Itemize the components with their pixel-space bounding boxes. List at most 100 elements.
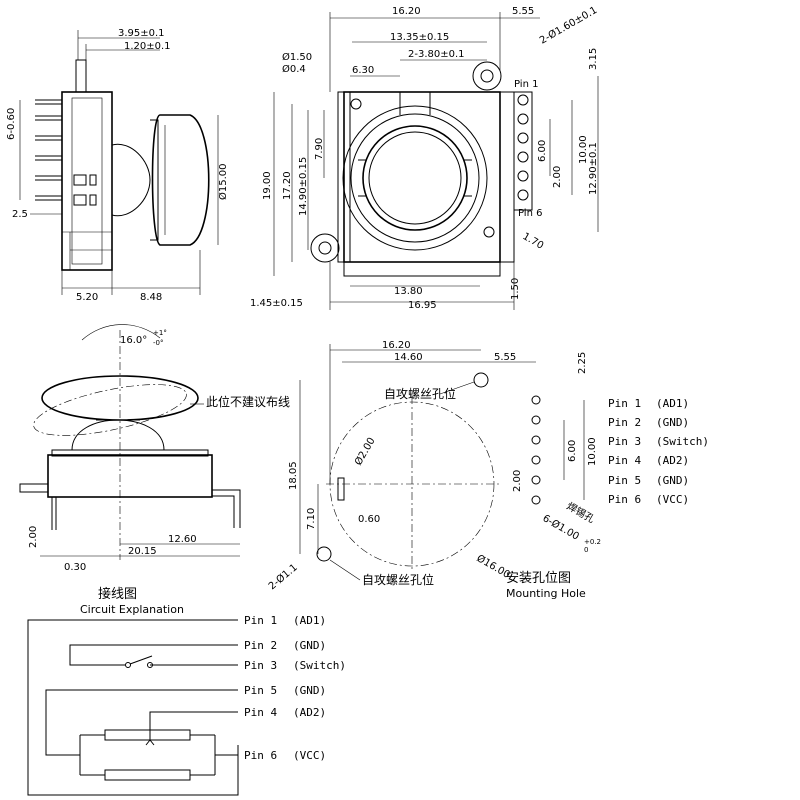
front-dim-10.00: 10.00	[578, 135, 589, 164]
circuit-pin2-signal: (GND)	[293, 639, 326, 652]
front-dim-3.80: 2-3.80±0.1	[408, 49, 465, 60]
circuit-pin5-name: Pin 5	[244, 684, 277, 697]
front-dim-6.30: 6.30	[352, 65, 374, 76]
front-dim-16.20: 16.20	[392, 6, 421, 17]
front-mini-label: Ø0.4	[282, 63, 306, 75]
front-pin6-label: Pin 6	[518, 208, 542, 219]
mount-pin4-name: Pin 4	[608, 454, 641, 467]
front-dim-13.35: 13.35±0.15	[390, 32, 449, 43]
front-dim-14.90: 14.90±0.15	[298, 157, 309, 216]
front-dim-1.50b: 1.50	[510, 278, 521, 300]
mount-hole-tol-top: +0.2	[584, 538, 601, 546]
resistor-wiring	[79, 734, 238, 776]
tilt-dim-12.60: 12.60	[168, 534, 197, 545]
tilt-cap	[41, 375, 199, 421]
side-dim-4: 1.20±0.1	[124, 41, 171, 52]
side-dim-6: 2.5	[12, 209, 28, 220]
side-body	[61, 91, 113, 271]
tilt-note: 此位不建议布线	[206, 394, 290, 409]
front-dim-2.00: 2.00	[552, 166, 563, 188]
tilt-base	[47, 454, 213, 498]
mount-slot	[337, 477, 345, 501]
tilt-dim-20.15: 20.15	[128, 546, 157, 557]
tilt-dim-2.00: 2.00	[28, 526, 39, 548]
wire-pin2	[69, 644, 238, 666]
mount-pin3-signal: (Switch)	[656, 435, 709, 448]
mount-dim-6-1.00: 6-Ø1.00	[541, 512, 582, 542]
circuit-pin3-name: Pin 3	[244, 659, 277, 672]
side-dim-diameter: Ø15.00	[217, 164, 229, 201]
mount-pin5-signal: (GND)	[656, 474, 689, 487]
circuit-pin4-signal: (AD2)	[293, 706, 326, 719]
front-pin1-label: Pin 1	[514, 79, 538, 90]
mount-pin-holes	[531, 395, 541, 505]
mount-dim-6.00: 6.00	[567, 440, 578, 462]
front-pin-column	[513, 91, 533, 211]
resistor-top	[104, 729, 191, 741]
mount-pin2-name: Pin 2	[608, 416, 641, 429]
front-dim-7.90: 7.90	[314, 138, 325, 160]
mount-dim-0.60: 0.60	[358, 514, 380, 525]
mount-hole-tol-bottom: 0	[584, 546, 588, 554]
tilt-dim-0.30: 0.30	[64, 562, 86, 573]
mount-dim-10.00: 10.00	[587, 437, 598, 466]
mount-solder-label: 焊锡孔	[565, 499, 597, 525]
front-dim-5.55: 5.55	[512, 6, 534, 17]
tilt-view: 16.0° +1° -0° 此位不建议布线 12.60 20.15 2.00 0…	[19, 324, 290, 573]
mount-screw-label-bottom: 自攻螺丝孔位	[362, 572, 434, 587]
tilt-dome	[71, 419, 165, 451]
front-body	[343, 91, 501, 263]
circuit-pin1-signal: (AD1)	[293, 614, 326, 627]
front-dim-19.00: 19.00	[262, 171, 273, 200]
mount-screw-label-top: 自攻螺丝孔位	[384, 386, 456, 401]
front-gimbal-outer	[342, 105, 488, 251]
mount-dim-18.05: 18.05	[288, 461, 299, 490]
mount-dim-16.20: 16.20	[382, 340, 411, 351]
side-top-tab	[75, 59, 87, 93]
mount-screw-hole-bottom	[316, 546, 332, 562]
mount-dim-5.55: 5.55	[494, 352, 516, 363]
side-view: 3.95±0.1 1.20±0.1 6-0.60 2.5 5.20 8.48 Ø…	[6, 28, 229, 303]
front-dim-1.45: 1.45±0.15	[250, 298, 303, 309]
mount-pin6-signal: (VCC)	[656, 493, 689, 506]
circuit-pin3-signal: (Switch)	[293, 659, 346, 672]
mount-pin1-name: Pin 1	[608, 397, 641, 410]
mount-pin6-name: Pin 6	[608, 493, 641, 506]
front-dim-16.95: 16.95	[408, 300, 437, 311]
front-dim-6.00: 6.00	[537, 140, 548, 162]
resistor-bottom	[104, 769, 191, 781]
side-pins	[35, 99, 62, 201]
circuit-pin6-signal: (VCC)	[293, 749, 326, 762]
mount-dim-2.25: 2.25	[577, 352, 588, 374]
mount-title-cn: 安装孔位图	[506, 571, 571, 586]
mount-dim-7.10: 7.10	[306, 508, 317, 530]
wire-pin1	[27, 619, 239, 796]
front-dim-1.50: Ø1.50	[282, 51, 312, 63]
circuit-pin6-name: Pin 6	[244, 749, 277, 762]
mount-pin5-name: Pin 5	[608, 474, 641, 487]
front-dim-3.15: 3.15	[588, 48, 599, 70]
front-ear-bottom	[310, 233, 340, 263]
side-cap	[151, 114, 210, 246]
side-stick-dome	[111, 143, 151, 217]
mount-dim-14.60: 14.60	[394, 352, 423, 363]
wire-pin5	[45, 689, 238, 756]
tilt-angle-tol-bottom: -0°	[153, 339, 163, 347]
mount-pin-list: Pin 1 (AD1) Pin 2 (GND) Pin 3 (Switch) P…	[608, 397, 709, 506]
circuit-pin1-name: Pin 1	[244, 614, 277, 627]
tilt-angle-tol-top: +1°	[153, 329, 167, 337]
front-ear-top	[472, 61, 502, 91]
mount-dim-2-1.1: 2-Ø1.1	[266, 561, 300, 592]
circuit-title-cn: 接线图	[98, 586, 137, 602]
front-dim-holes: 2-Ø1.60±0.1	[538, 4, 600, 47]
mount-pin3-name: Pin 3	[608, 435, 641, 448]
switch-contact-right	[147, 662, 153, 668]
circuit-pin2-name: Pin 2	[244, 639, 277, 652]
circuit-title-en: Circuit Explanation	[80, 603, 184, 616]
mount-dim-slot: Ø2.00	[352, 435, 377, 467]
mount-pin2-signal: (GND)	[656, 416, 689, 429]
side-dim-8: 8.48	[140, 292, 162, 303]
front-dim-12.90: 12.90±0.1	[588, 142, 599, 195]
